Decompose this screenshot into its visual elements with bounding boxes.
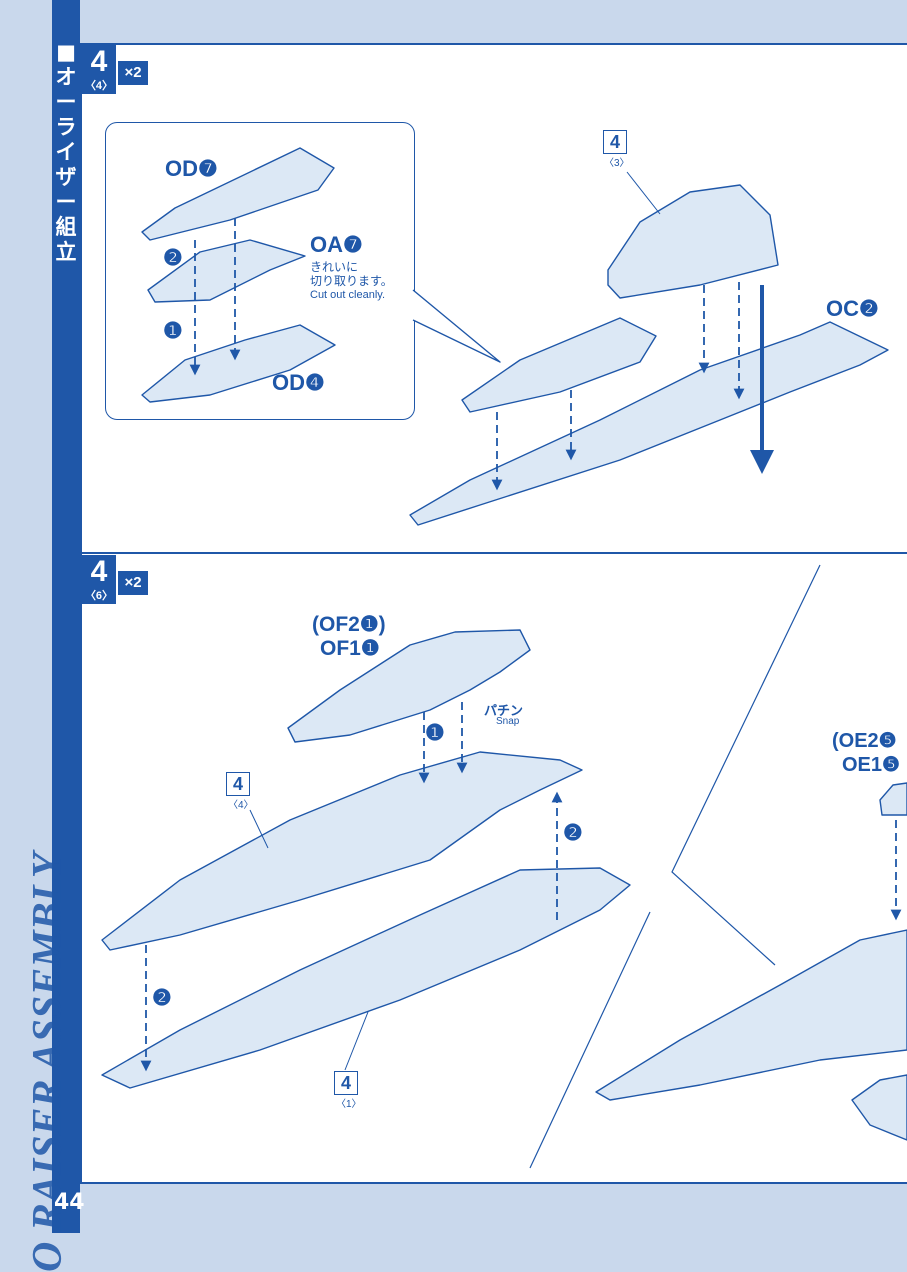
sub-assembly-sub-number: 〈1〉 xyxy=(336,1099,362,1110)
sub-assembly-sub-number: 〈3〉 xyxy=(604,158,630,169)
step-sub-number: 〈4〉 xyxy=(82,79,116,94)
part-right-top xyxy=(879,782,907,816)
part-oa7 xyxy=(147,239,306,303)
part-label-oe2: (OE2❺ xyxy=(832,730,897,752)
part-lower-body xyxy=(101,867,631,1089)
part-label-oc2: OC❷ xyxy=(826,296,879,321)
assembly-illustration xyxy=(101,147,907,1169)
snap-en: Snap xyxy=(496,716,520,727)
section-title-jp: ■オーライザー組立 xyxy=(55,40,77,264)
part-od7 xyxy=(141,147,335,241)
sidebar-strip xyxy=(52,0,80,1233)
order-marker-2: ❷ xyxy=(563,820,583,845)
part-upper-body xyxy=(101,751,583,951)
part-oc2 xyxy=(409,321,889,526)
step-sub-number: 〈6〉 xyxy=(82,589,116,604)
sub-assembly-sub-number: 〈4〉 xyxy=(228,800,254,811)
part-label-of1: OF1❶ xyxy=(320,637,380,660)
sub-assembly-number: 4 xyxy=(226,772,250,796)
part-right-small xyxy=(851,1074,907,1141)
note-jp-line-2: 切り取ります。 xyxy=(310,274,393,288)
step-multiplier: ×2 xyxy=(118,61,148,85)
snap-jp: パチン xyxy=(484,703,524,718)
step-number: 4 xyxy=(82,555,116,589)
part-label-oe1: OE1❺ xyxy=(842,754,900,776)
order-marker-2: ❷ xyxy=(163,245,183,270)
part-right-body xyxy=(595,929,907,1101)
order-marker-1: ❶ xyxy=(163,318,183,343)
sub-assembly-number: 4 xyxy=(603,130,627,154)
page-number: 44 xyxy=(54,1190,85,1215)
part-od4 xyxy=(141,324,336,403)
step-number: 4 xyxy=(82,45,116,79)
order-marker-2: ❷ xyxy=(152,985,172,1010)
sub-assembly-number: 4 xyxy=(334,1071,358,1095)
part-label-od7: OD❼ xyxy=(165,156,218,181)
part-of1 xyxy=(287,629,531,743)
part-sub-assembly-3 xyxy=(607,184,779,299)
note-en: Cut out cleanly. xyxy=(310,289,386,301)
part-label-oa7: OA❼ xyxy=(310,232,363,257)
note-jp-line-1: きれいに xyxy=(310,260,359,274)
part-label-od4: OD❹ xyxy=(272,370,325,395)
part-wing-upper xyxy=(461,317,657,413)
order-marker-1: ❶ xyxy=(425,720,445,745)
part-label-of2: (OF2❶) xyxy=(312,613,386,636)
step-multiplier: ×2 xyxy=(118,571,148,595)
